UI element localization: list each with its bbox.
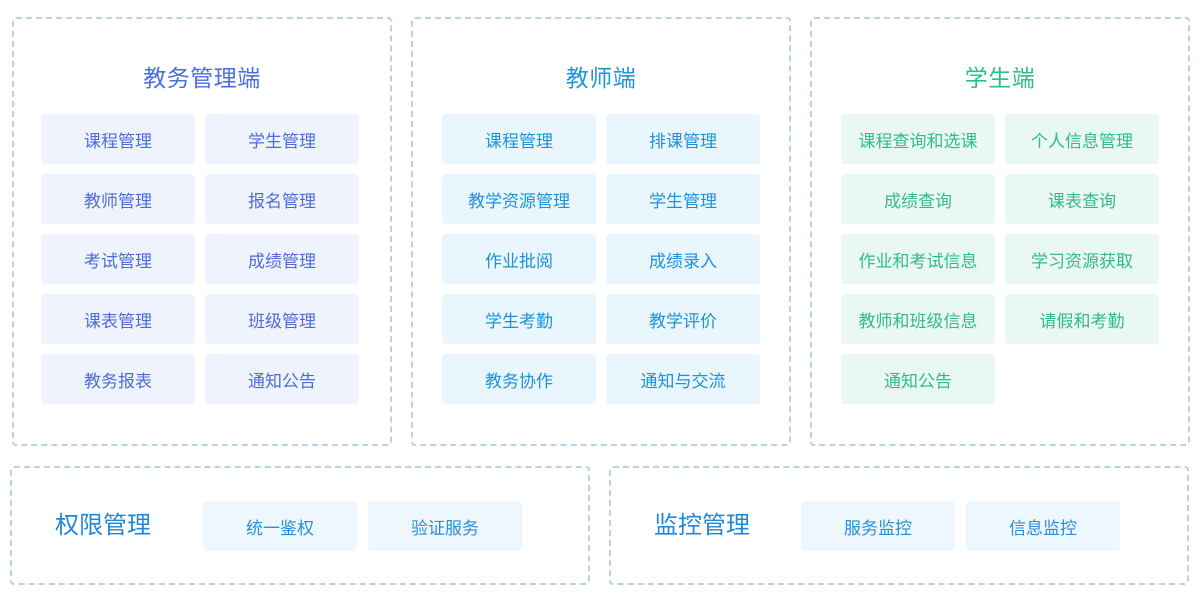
teacher-item-course[interactable]: 课程管理 [442, 114, 596, 164]
admin-item-timetable[interactable]: 课表管理 [41, 294, 195, 344]
panel-monitor: 监控管理 服务监控 信息监控 [609, 466, 1189, 585]
admin-item-student[interactable]: 学生管理 [205, 114, 359, 164]
teacher-item-collaboration[interactable]: 教务协作 [442, 354, 596, 404]
teacher-item-grade-entry[interactable]: 成绩录入 [606, 234, 760, 284]
teacher-item-scheduling[interactable]: 排课管理 [606, 114, 760, 164]
student-item-grades[interactable]: 成绩查询 [841, 174, 995, 224]
panel-admin: 教务管理端 课程管理 学生管理 教师管理 报名管理 考试管理 成绩管理 课表管理… [12, 17, 392, 446]
permission-item-verification[interactable]: 验证服务 [368, 501, 522, 551]
student-item-teacher-class[interactable]: 教师和班级信息 [841, 294, 995, 344]
teacher-item-student[interactable]: 学生管理 [606, 174, 760, 224]
panel-student: 学生端 课程查询和选课 个人信息管理 成绩查询 课表查询 作业和考试信息 学习资… [810, 17, 1190, 446]
student-item-homework-exam[interactable]: 作业和考试信息 [841, 234, 995, 284]
admin-item-enrollment[interactable]: 报名管理 [205, 174, 359, 224]
admin-item-teacher[interactable]: 教师管理 [41, 174, 195, 224]
student-item-leave[interactable]: 请假和考勤 [1005, 294, 1159, 344]
student-item-resources[interactable]: 学习资源获取 [1005, 234, 1159, 284]
admin-item-exam[interactable]: 考试管理 [41, 234, 195, 284]
admin-item-report[interactable]: 教务报表 [41, 354, 195, 404]
teacher-item-resources[interactable]: 教学资源管理 [442, 174, 596, 224]
panel-student-title: 学生端 [964, 66, 1036, 92]
teacher-item-evaluation[interactable]: 教学评价 [606, 294, 760, 344]
student-item-profile[interactable]: 个人信息管理 [1005, 114, 1159, 164]
panel-permission-title: 权限管理 [55, 511, 151, 539]
teacher-item-communication[interactable]: 通知与交流 [606, 354, 760, 404]
monitor-item-info[interactable]: 信息监控 [966, 501, 1120, 551]
permission-item-auth[interactable]: 统一鉴权 [203, 501, 357, 551]
student-item-notice[interactable]: 通知公告 [841, 354, 995, 404]
student-item-timetable[interactable]: 课表查询 [1005, 174, 1159, 224]
student-item-course-selection[interactable]: 课程查询和选课 [841, 114, 995, 164]
panel-permission: 权限管理 统一鉴权 验证服务 [10, 466, 590, 585]
panel-monitor-title: 监控管理 [654, 511, 750, 539]
panel-teacher-title: 教师端 [565, 66, 637, 92]
teacher-item-homework[interactable]: 作业批阅 [442, 234, 596, 284]
panel-admin-title: 教务管理端 [143, 66, 261, 92]
teacher-item-attendance[interactable]: 学生考勤 [442, 294, 596, 344]
admin-item-notice[interactable]: 通知公告 [205, 354, 359, 404]
panel-teacher: 教师端 课程管理 排课管理 教学资源管理 学生管理 作业批阅 成绩录入 学生考勤… [411, 17, 791, 446]
monitor-item-service[interactable]: 服务监控 [801, 501, 955, 551]
admin-item-course[interactable]: 课程管理 [41, 114, 195, 164]
admin-item-grades[interactable]: 成绩管理 [205, 234, 359, 284]
admin-item-class[interactable]: 班级管理 [205, 294, 359, 344]
